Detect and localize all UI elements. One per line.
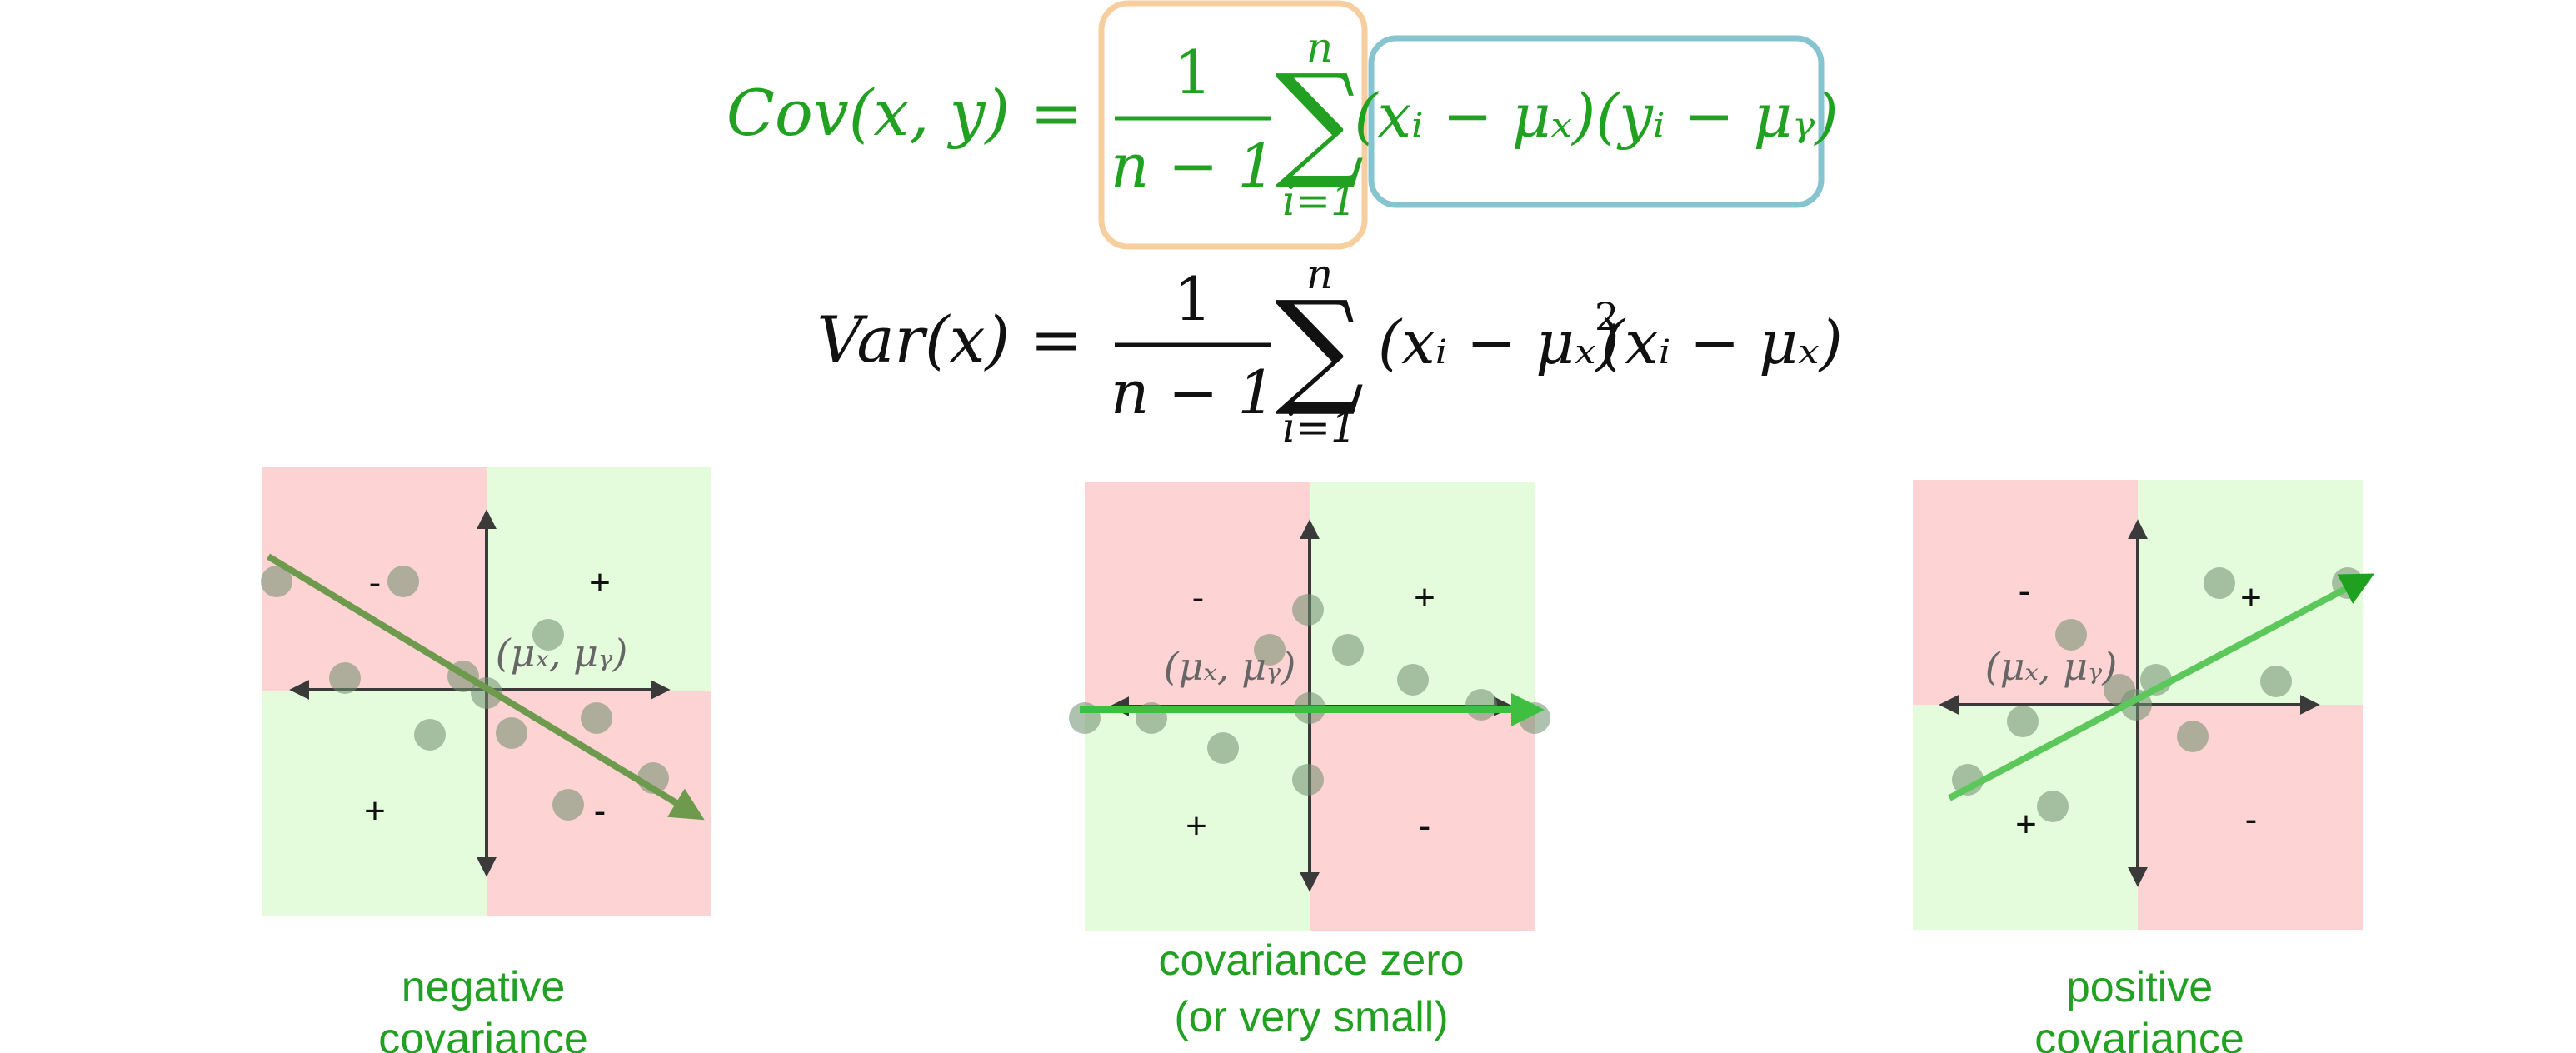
- var-sum-symbol: ∑: [1275, 275, 1364, 420]
- var-term-a: (xᵢ − μₓ): [1378, 307, 1620, 377]
- sign-bottom-left: +: [2015, 804, 2037, 845]
- mean-label: (μₓ, μᵧ): [496, 631, 628, 676]
- sign-bottom-right: -: [1419, 806, 1431, 846]
- data-point: [2007, 706, 2039, 737]
- quadrant-bottom-left: [1913, 705, 2138, 930]
- caption-line1: covariance zero: [1158, 936, 1464, 985]
- data-point: [1465, 689, 1497, 721]
- data-point: [261, 566, 292, 597]
- cov-sum-bottom: i=1: [1282, 177, 1357, 225]
- data-point: [532, 619, 564, 651]
- var-sum-bottom: i=1: [1282, 403, 1357, 452]
- variance-formula: Var(x) = 1 n − 1 n ∑ i=1 (xᵢ − μₓ) 2 (xᵢ…: [816, 250, 1842, 452]
- panel-negative: - + + - (μₓ, μᵧ) negative covariance: [261, 467, 711, 1053]
- quadrant-bottom-left: [1085, 706, 1310, 931]
- data-point: [2037, 791, 2069, 822]
- sign-top-right: +: [1414, 577, 1435, 618]
- cov-fraction-numerator: 1: [1174, 37, 1212, 107]
- sign-top-right: +: [589, 562, 611, 603]
- data-point: [1397, 664, 1429, 696]
- trend-arrow: [266, 553, 705, 821]
- data-point: [387, 566, 419, 597]
- mean-label: (μₓ, μᵧ): [1985, 644, 2118, 689]
- quadrant-bottom-left: [262, 691, 487, 916]
- data-point: [2177, 721, 2209, 752]
- cov-fraction-denominator: n − 1: [1111, 131, 1276, 201]
- sign-top-left: -: [369, 562, 382, 603]
- normalization-highlight-box: [1098, 0, 1368, 250]
- sign-bottom-right: -: [594, 791, 607, 831]
- cov-lhs: Cov(x, y) =: [726, 76, 1083, 150]
- caption-line1: negative: [402, 963, 566, 1011]
- data-point: [1254, 634, 1286, 666]
- data-point: [1292, 594, 1324, 626]
- data-points: [261, 566, 669, 821]
- quadrant-top-right: [487, 467, 711, 691]
- trend-arrow: [1948, 573, 2375, 801]
- panel-zero: - + + - (μₓ, μᵧ) covariance zero (or ver…: [1069, 482, 1550, 1041]
- data-point: [496, 717, 527, 749]
- quadrant-bottom-right: [2138, 705, 2363, 930]
- caption-line2: covariance: [378, 1015, 587, 1053]
- covariance-formula: Cov(x, y) = 1 n − 1 n ∑ i=1 (xᵢ − μₓ)(yᵢ…: [726, 0, 1839, 250]
- data-point: [581, 702, 612, 734]
- quadrant-top-right: [2138, 480, 2363, 705]
- data-point: [329, 662, 361, 694]
- var-lhs: Var(x) =: [816, 302, 1083, 377]
- sign-bottom-right: -: [2245, 799, 2258, 840]
- product-term-highlight-box: [1368, 35, 1825, 208]
- mean-label: (μₓ, μᵧ): [1164, 644, 1296, 689]
- quadrant-top-left: [1085, 482, 1310, 706]
- data-point: [2260, 666, 2292, 697]
- sign-top-left: -: [2019, 571, 2031, 611]
- var-superscript: 2: [1595, 294, 1619, 339]
- cov-product-term: (xᵢ − μₓ)(yᵢ − μᵧ): [1354, 81, 1838, 151]
- sign-bottom-left: +: [364, 791, 386, 831]
- data-point: [1292, 764, 1324, 796]
- caption-line1: positive: [2066, 963, 2213, 1011]
- sign-top-right: +: [2240, 577, 2262, 618]
- data-point: [552, 789, 584, 821]
- caption-line2: covariance: [2034, 1015, 2244, 1053]
- var-sum-top: n: [1306, 250, 1333, 298]
- sign-top-left: -: [1192, 577, 1205, 618]
- data-point: [1207, 732, 1239, 764]
- data-point: [414, 719, 446, 751]
- data-point: [1332, 634, 1364, 666]
- cov-sum-top: n: [1306, 23, 1333, 72]
- sign-bottom-left: +: [1186, 806, 1207, 846]
- var-term-b: (xᵢ − μₓ): [1601, 307, 1843, 377]
- caption-line2: (or very small): [1174, 993, 1448, 1041]
- cov-sum-symbol: ∑: [1275, 48, 1364, 193]
- quadrant-bottom-right: [1310, 706, 1535, 931]
- data-point: [2055, 619, 2087, 651]
- var-fraction-numerator: 1: [1174, 264, 1212, 334]
- quadrant-top-left: [1913, 480, 2138, 705]
- panel-positive: - + + - (μₓ, μᵧ) positive covariance: [1913, 480, 2375, 1053]
- var-fraction-denominator: n − 1: [1111, 357, 1276, 427]
- data-point: [2204, 567, 2235, 599]
